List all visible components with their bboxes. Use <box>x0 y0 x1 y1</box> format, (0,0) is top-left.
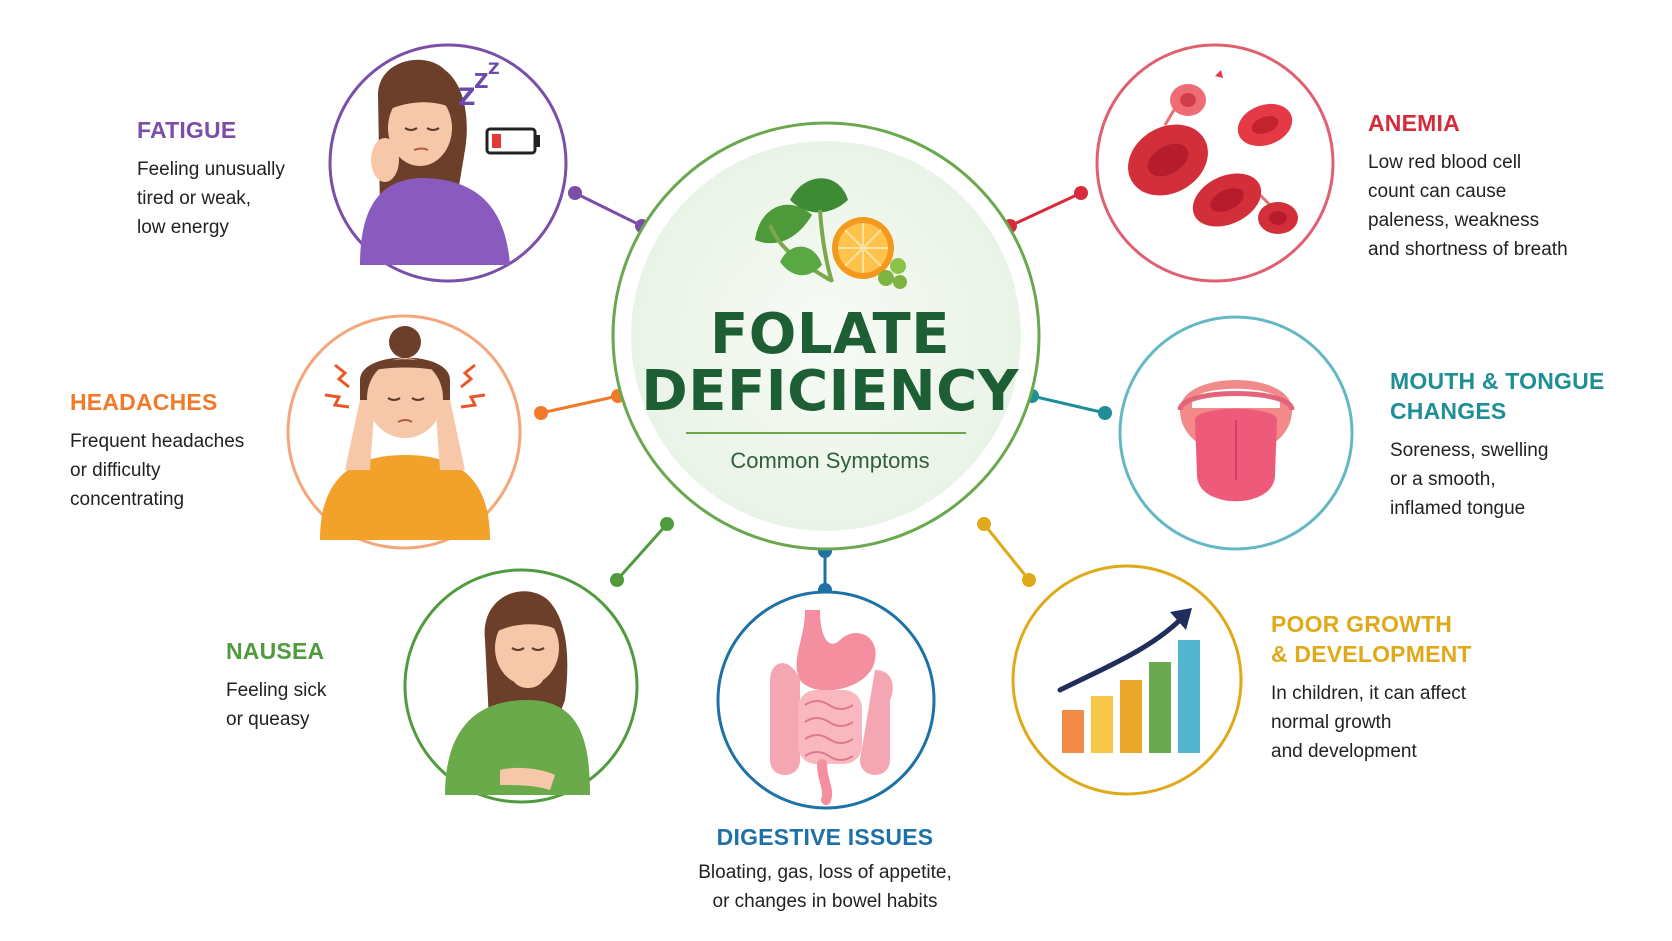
description-line: Feeling sick <box>226 680 327 701</box>
description-line: Feeling unusually <box>137 159 285 180</box>
symptom-title: FATIGUE <box>137 117 237 143</box>
description-line: concentrating <box>70 489 185 510</box>
symptom-headaches: HEADACHES Frequent headaches or difficul… <box>70 387 244 514</box>
title-line: MOUTH & TONGUE <box>1390 368 1605 394</box>
symptom-digestive: DIGESTIVE ISSUES Bloating, gas, loss of … <box>625 822 1025 916</box>
symptom-title: DIGESTIVE ISSUES <box>716 824 934 850</box>
low-battery-icon <box>485 127 540 155</box>
description-line: normal growth <box>1271 712 1392 733</box>
connector-growth <box>977 517 1036 587</box>
symptom-title: HEADACHES <box>70 389 218 415</box>
tongue-icon <box>1177 380 1295 502</box>
description-line: In children, it can affect <box>1271 683 1467 704</box>
center-hub <box>611 121 1041 551</box>
symptom-title: ANEMIA <box>1368 110 1460 136</box>
description-line: Soreness, swelling <box>1390 440 1549 461</box>
red-blood-cells-icon <box>1128 70 1298 234</box>
symptom-title: MOUTH & TONGUE CHANGES <box>1390 366 1604 426</box>
symptom-description: Frequent headaches or difficulty concent… <box>70 427 244 514</box>
symptom-description: Bloating, gas, loss of appetite, or chan… <box>625 858 1025 916</box>
leafy-greens-orange-icon <box>755 178 907 289</box>
digestive-icon-circle <box>716 590 936 810</box>
mouth-icon-circle <box>1118 315 1354 551</box>
digestive-system-icon <box>770 610 893 805</box>
connector-nausea <box>610 517 674 587</box>
center-title-line2: DEFICIENCY <box>641 359 1019 424</box>
description-line: and development <box>1271 741 1417 762</box>
description-line: paleness, weakness <box>1368 210 1540 231</box>
connector-headaches <box>534 389 625 420</box>
symptom-growth: POOR GROWTH & DEVELOPMENT In children, i… <box>1271 609 1472 766</box>
connectors <box>534 186 1112 597</box>
description-line: Low red blood cell <box>1368 152 1522 173</box>
tired-woman-icon: Z Z Z <box>360 59 540 265</box>
nausea-icon-circle <box>403 568 639 804</box>
headache-woman-icon <box>320 326 490 540</box>
center-title-line1: FOLATE <box>710 302 950 367</box>
description-line: Bloating, gas, loss of appetite, <box>698 862 952 883</box>
description-line: Frequent headaches <box>70 431 245 452</box>
fatigue-icon-circle: Z Z Z <box>328 43 568 283</box>
symptom-title: NAUSEA <box>226 638 325 664</box>
symptom-description: Low red blood cell count can cause palen… <box>1368 148 1568 264</box>
description-line: or changes in bowel habits <box>712 891 938 912</box>
anemia-icon-circle <box>1095 43 1335 283</box>
svg-text:Z: Z <box>458 83 475 111</box>
growth-chart-icon <box>1057 608 1200 753</box>
connector-fatigue <box>568 186 649 233</box>
description-line: low energy <box>137 217 229 238</box>
title-line: POOR GROWTH <box>1271 611 1453 637</box>
symptom-fatigue: FATIGUE Feeling unusually tired or weak,… <box>137 115 285 242</box>
symptom-title: POOR GROWTH & DEVELOPMENT <box>1271 609 1472 669</box>
connector-digestive <box>818 544 832 597</box>
headaches-icon-circle <box>286 314 522 550</box>
description-line: and shortness of breath <box>1368 239 1568 260</box>
description-line: tired or weak, <box>137 188 252 209</box>
svg-text:Z: Z <box>488 59 500 78</box>
description-line: inflamed tongue <box>1390 498 1526 519</box>
symptom-description: Feeling unusually tired or weak, low ene… <box>137 155 285 242</box>
symptom-description: Soreness, swelling or a smooth, inflamed… <box>1390 436 1604 523</box>
title-line: & DEVELOPMENT <box>1271 641 1472 667</box>
description-line: or a smooth, <box>1390 469 1496 490</box>
growth-icon-circle <box>1011 564 1243 796</box>
symptom-mouth: MOUTH & TONGUE CHANGES Soreness, swellin… <box>1390 366 1604 523</box>
svg-text:Z: Z <box>474 69 489 93</box>
symptom-description: In children, it can affect normal growth… <box>1271 679 1472 766</box>
symptom-anemia: ANEMIA Low red blood cell count can caus… <box>1368 108 1568 264</box>
description-line: count can cause <box>1368 181 1507 202</box>
symptom-description: Feeling sick or queasy <box>226 676 326 734</box>
nauseous-woman-icon <box>445 591 590 795</box>
symptom-nausea: NAUSEA Feeling sick or queasy <box>226 636 326 734</box>
title-line: CHANGES <box>1390 398 1507 424</box>
connector-anemia <box>1003 186 1088 233</box>
description-line: or queasy <box>226 709 310 730</box>
center-subtitle: Common Symptoms <box>730 448 930 473</box>
description-line: or difficulty <box>70 460 161 481</box>
